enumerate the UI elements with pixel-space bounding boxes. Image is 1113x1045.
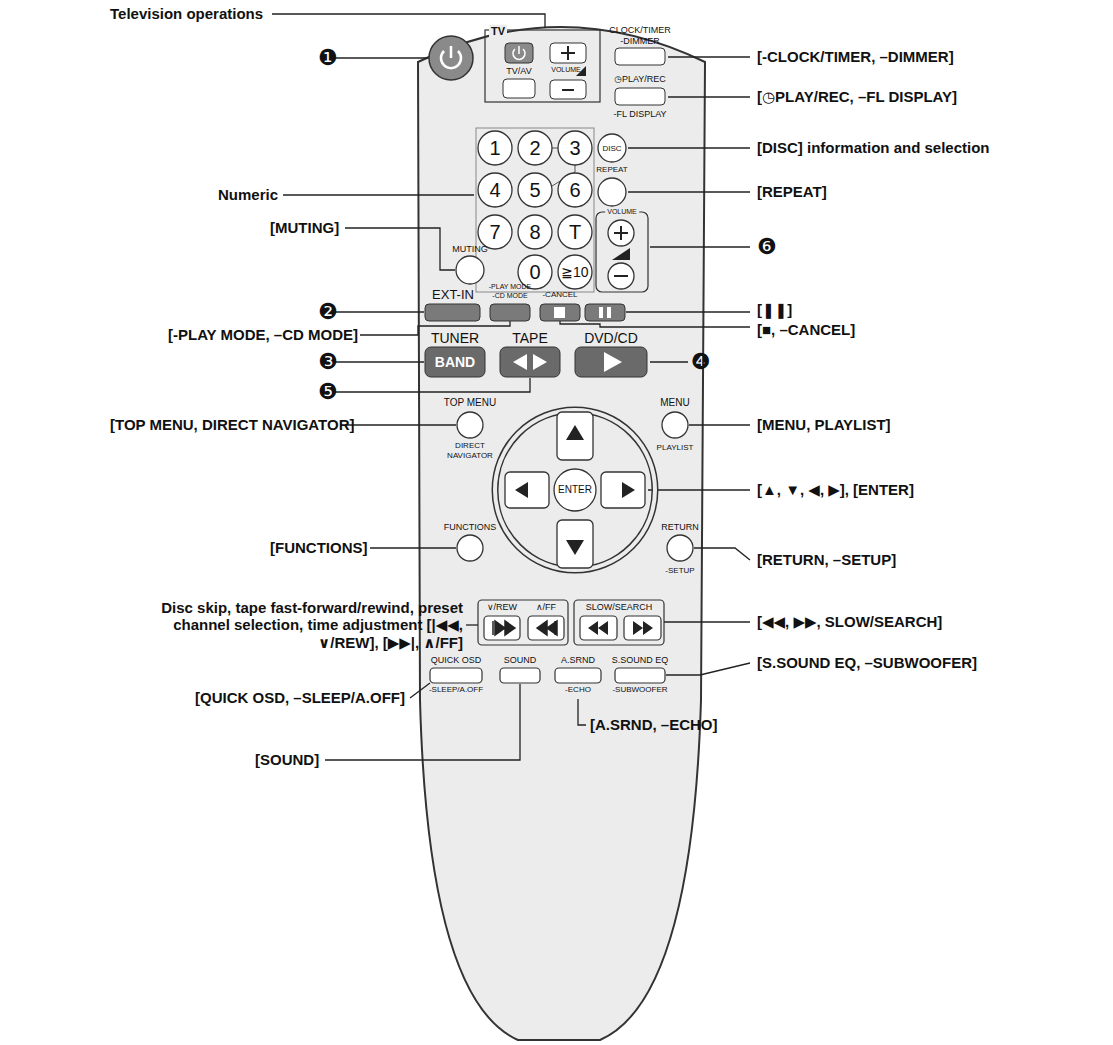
button-text: MUTING [452, 244, 488, 254]
key-digit: T [569, 221, 581, 244]
key-digit: ≧10 [561, 264, 588, 280]
callout-label: [◀◀, ▶▶, SLOW/SEARCH] [757, 613, 942, 630]
button-text: -ECHO [565, 685, 591, 694]
button-text: -SLEEP/A.OFF [429, 685, 483, 694]
button-text: -CANCEL [542, 290, 577, 299]
key-digit: 5 [529, 179, 540, 202]
button-text: VOLUME [605, 208, 639, 216]
button-text: REPEAT [596, 165, 627, 174]
callout-label: Numeric [218, 186, 278, 203]
button-text: DIRECT [455, 441, 485, 450]
callout-number: ❷ [318, 299, 338, 324]
button-text: ◷PLAY/REC [614, 74, 666, 84]
button-text: DISC [602, 144, 621, 153]
callout-label: [-PLAY MODE, –CD MODE] [168, 326, 358, 343]
key-digit: 4 [489, 179, 500, 202]
callout-label: [DISC] information and selection [757, 139, 990, 156]
button-text: DVD/CD [584, 330, 638, 346]
callout-label: [A.SRND, –ECHO] [590, 716, 718, 733]
callout-label: [TOP MENU, DIRECT NAVIGATOR] [110, 416, 354, 433]
button-text: ∧/FF [536, 602, 556, 612]
callout-label: [RETURN, –SETUP] [757, 551, 896, 568]
button-text: TV [489, 25, 507, 38]
key-digit: 0 [529, 261, 540, 284]
button-text: A.SRND [561, 655, 595, 665]
button-text: CLOCK/TIMER [609, 25, 671, 35]
button-text: NAVIGATOR [447, 451, 493, 460]
button-text: EXT-IN [432, 288, 474, 303]
key-digit: 8 [529, 221, 540, 244]
button-text: S.SOUND EQ [612, 655, 669, 665]
callout-label: [MENU, PLAYLIST] [757, 416, 891, 433]
key-digit: 6 [569, 179, 580, 202]
key-digit: 1 [489, 137, 500, 160]
button-text: RETURN [661, 522, 699, 532]
callout-label: Television operations [110, 5, 263, 22]
callout-number: ❶ [318, 45, 338, 70]
callout-number: ❹ [691, 349, 711, 374]
button-text: -SETUP [665, 566, 694, 575]
button-text: TV/AV [506, 66, 531, 76]
callout-number: ❸ [318, 349, 338, 374]
button-text: -FL DISPLAY [613, 109, 666, 119]
callout-label: [S.SOUND EQ, –SUBWOOFER] [757, 654, 977, 671]
callout-label: [MUTING] [270, 219, 339, 236]
button-text: ENTER [558, 484, 592, 496]
callout-label: Disc skip, tape fast-forward/rewind, pre… [123, 599, 463, 651]
button-text: SLOW/SEARCH [586, 602, 653, 612]
callout-number: ❺ [318, 379, 338, 404]
button-text: -DIMMER [620, 36, 660, 46]
callout-label: [■, –CANCEL] [757, 321, 855, 338]
key-digit: 7 [489, 221, 500, 244]
callout-label: [SOUND] [255, 751, 319, 768]
button-text: TUNER [431, 330, 479, 346]
callout-label: [FUNCTIONS] [270, 539, 368, 556]
button-text: FUNCTIONS [444, 522, 497, 532]
button-text: TAPE [512, 330, 548, 346]
callout-label: [-CLOCK/TIMER, –DIMMER] [757, 48, 954, 65]
button-text: ∨/REW [487, 602, 517, 612]
button-text: TOP MENU [444, 397, 496, 409]
key-digit: 3 [569, 137, 580, 160]
button-text: SOUND [504, 655, 537, 665]
callout-label: [QUICK OSD, –SLEEP/A.OFF] [195, 689, 405, 706]
button-text: MENU [660, 397, 689, 409]
button-text: VOLUME [551, 66, 581, 74]
callout-label: [REPEAT] [757, 183, 827, 200]
callout-number: ❻ [757, 234, 777, 259]
button-text: QUICK OSD [431, 655, 482, 665]
button-text: -SUBWOOFER [612, 685, 667, 694]
callout-label: [▲, ▼, ◀, ▶], [ENTER] [757, 481, 914, 498]
key-digit: 2 [529, 137, 540, 160]
button-text: PLAYLIST [657, 443, 694, 452]
button-text: -CD MODE [492, 292, 527, 300]
callout-label: [◷PLAY/REC, –FL DISPLAY] [757, 88, 957, 105]
button-text: BAND [435, 354, 475, 370]
button-text: -PLAY MODE [489, 283, 532, 291]
callout-label: [❚❚] [757, 301, 792, 318]
